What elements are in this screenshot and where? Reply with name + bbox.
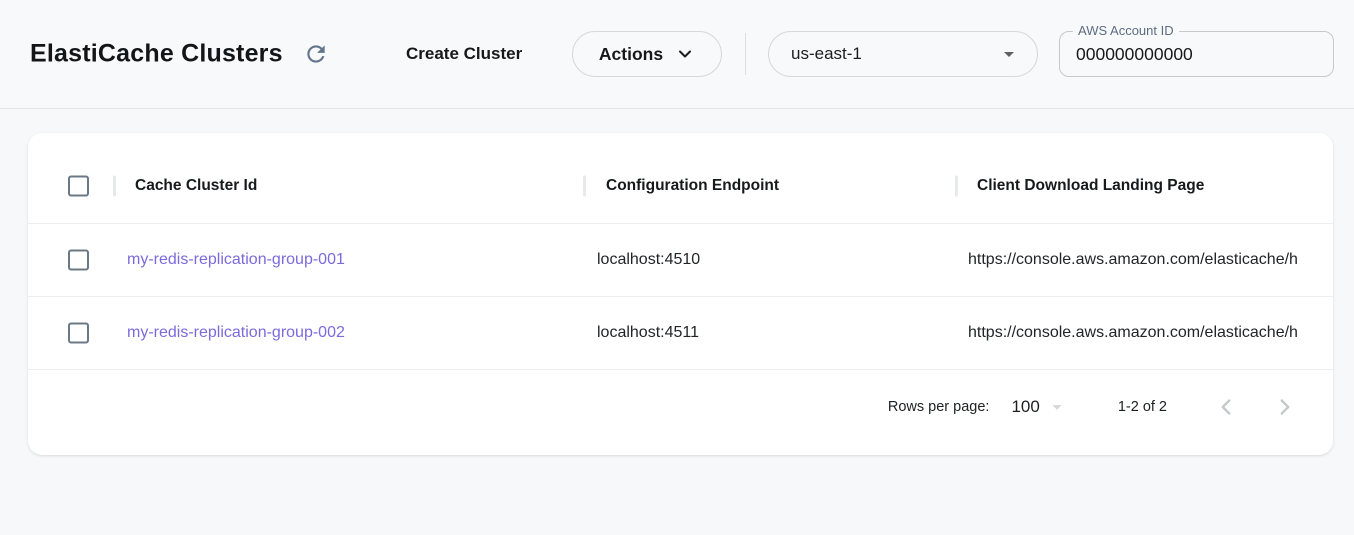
column-header-client-download-landing-page[interactable]: Client Download Landing Page	[977, 177, 1205, 194]
column-separator	[955, 175, 958, 197]
aws-account-id-input[interactable]	[1060, 32, 1300, 76]
create-cluster-button[interactable]: Create Cluster	[406, 44, 523, 63]
triangle-down-icon	[1052, 405, 1062, 410]
table-row: my-redis-replication-group-001 localhost…	[28, 224, 1333, 297]
pagination-range: 1-2 of 2	[1117, 399, 1167, 415]
actions-button-label: Actions	[598, 43, 664, 64]
row-checkbox[interactable]	[68, 322, 89, 344]
aws-account-id-label: AWS Account ID	[1073, 23, 1179, 39]
triangle-down-icon	[1004, 52, 1014, 57]
chevron-left-icon	[1221, 399, 1231, 415]
column-separator	[583, 175, 586, 197]
row-checkbox[interactable]	[68, 249, 89, 271]
configuration-endpoint-cell: localhost:4511	[597, 324, 699, 341]
chevron-right-icon	[1280, 399, 1290, 415]
region-select[interactable]: us-east-1	[768, 31, 1038, 77]
client-download-landing-page-cell: https://console.aws.amazon.com/elasticac…	[968, 251, 1298, 268]
table-header-row: Cache Cluster Id Configuration Endpoint …	[28, 149, 1333, 224]
refresh-button[interactable]	[300, 38, 332, 70]
configuration-endpoint-cell: localhost:4510	[597, 251, 701, 268]
column-header-cache-cluster-id[interactable]: Cache Cluster Id	[135, 177, 258, 194]
clusters-table-card: Cache Cluster Id Configuration Endpoint …	[28, 133, 1333, 455]
column-header-configuration-endpoint[interactable]: Configuration Endpoint	[606, 177, 780, 194]
cache-cluster-id-link[interactable]: my-redis-replication-group-002	[127, 324, 345, 341]
cache-cluster-id-link[interactable]: my-redis-replication-group-001	[127, 251, 345, 268]
pagination-bar: Rows per page: 100 1-2 of 2	[28, 370, 1333, 455]
next-page-button[interactable]	[1270, 392, 1300, 422]
aws-account-id-field: AWS Account ID	[1059, 23, 1334, 77]
rows-per-page-value: 100	[1011, 397, 1040, 416]
table-row: my-redis-replication-group-002 localhost…	[28, 297, 1333, 370]
rows-per-page-select[interactable]: 100	[1011, 396, 1067, 418]
toolbar-divider	[745, 33, 746, 75]
refresh-icon	[307, 45, 325, 63]
top-toolbar: ElastiCache Clusters Create Cluster Acti…	[0, 0, 1354, 109]
previous-page-button[interactable]	[1211, 392, 1241, 422]
region-select-value: us-east-1	[791, 44, 862, 63]
select-all-checkbox[interactable]	[68, 175, 89, 197]
chevron-down-icon	[679, 50, 692, 58]
page-title: ElastiCache Clusters	[30, 39, 283, 68]
rows-per-page-label: Rows per page:	[887, 399, 990, 415]
actions-button[interactable]: Actions	[572, 31, 722, 77]
column-separator	[113, 175, 116, 197]
client-download-landing-page-cell: https://console.aws.amazon.com/elasticac…	[968, 324, 1298, 341]
